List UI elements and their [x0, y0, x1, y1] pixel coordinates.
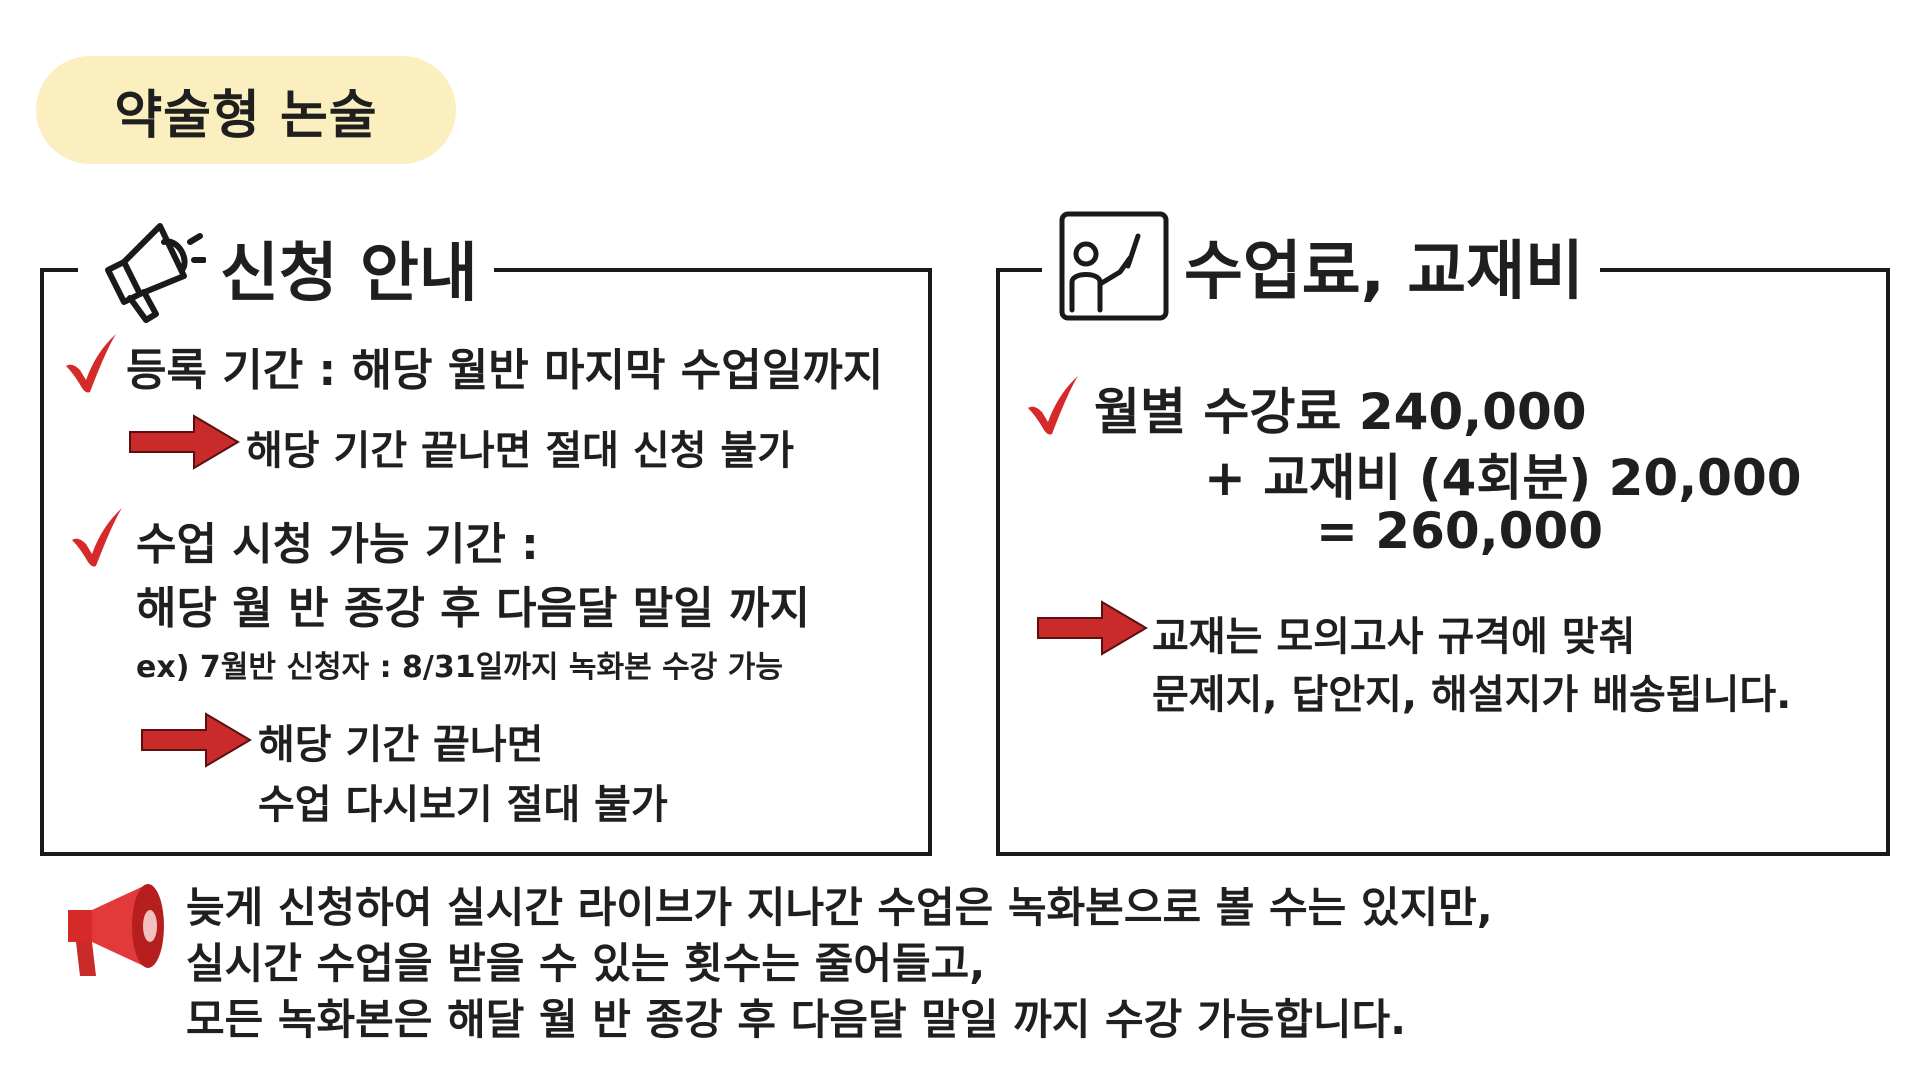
fee-info-title: 수업료, 교재비 [1042, 211, 1600, 321]
megaphone-outline-icon [105, 223, 206, 323]
viewing-period-detail: 해당 월 반 종강 후 다음달 말일 까지 [136, 583, 810, 634]
arrow-right-icon [141, 712, 252, 768]
category-badge: 약술형 논술 [36, 56, 456, 164]
arrow-right-icon [129, 414, 240, 470]
arrow-right-icon [1037, 600, 1148, 656]
total-fee: = 260,000 [1316, 502, 1604, 560]
notice-line2: 실시간 수업을 받을 수 있는 횟수는 줄어들고, [186, 939, 986, 988]
notice-line1: 늦게 신청하여 실시간 라이브가 지나간 수업은 녹화본으로 볼 수는 있지만, [186, 883, 1493, 932]
textbook-fee: + 교재비 (4회분) 20,000 [1204, 449, 1802, 507]
textbook-note-line2: 문제지, 답안지, 해설지가 배송됩니다. [1152, 672, 1792, 718]
replay-warning-line2: 수업 다시보기 절대 불가 [258, 782, 668, 828]
fee-info-title-text: 수업료, 교재비 [1184, 235, 1584, 309]
teacher-board-icon [1059, 211, 1169, 321]
registration-warning: 해당 기간 끝나면 절대 신청 불가 [246, 428, 795, 474]
monthly-tuition: 월별 수강료 240,000 [1094, 383, 1587, 441]
apply-info-title: 신청 안내 [78, 223, 494, 323]
viewing-period-label: 수업 시청 가능 기간 : [136, 519, 539, 570]
fee-info-box [996, 268, 1890, 856]
check-icon [66, 334, 116, 393]
viewing-example: ex) 7월반 신청자 : 8/31일까지 녹화본 수강 가능 [136, 650, 783, 685]
registration-period: 등록 기간 : 해당 월반 마지막 수업일까지 [126, 345, 884, 396]
check-icon [72, 508, 122, 567]
textbook-note-line1: 교재는 모의고사 규격에 맞춰 [1152, 614, 1636, 660]
check-icon [1028, 376, 1078, 435]
apply-info-title-text: 신청 안내 [220, 237, 478, 311]
category-badge-label: 약술형 논술 [114, 85, 378, 146]
notice-line3: 모든 녹화본은 해달 월 반 종강 후 다음달 말일 까지 수강 가능합니다. [186, 995, 1407, 1044]
replay-warning-line1: 해당 기간 끝나면 [258, 722, 544, 768]
megaphone-red-icon [68, 884, 164, 976]
